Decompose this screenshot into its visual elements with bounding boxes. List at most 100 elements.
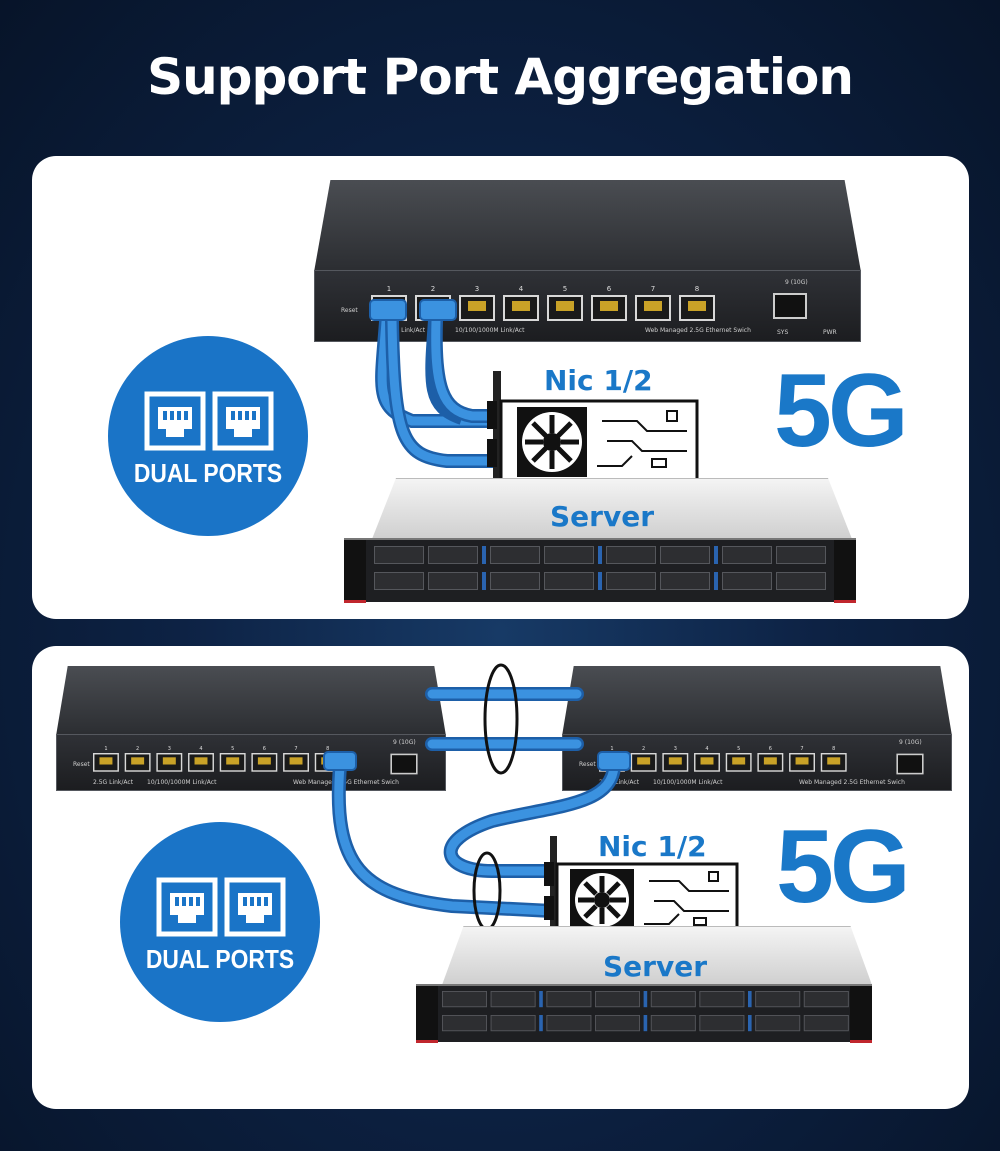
fan-icon <box>517 407 587 477</box>
bay-separator <box>482 546 486 564</box>
drive-bay <box>595 1015 640 1032</box>
drive-bay <box>650 1015 696 1032</box>
port-number: 8 <box>832 745 836 752</box>
reset-label: Reset <box>579 761 596 768</box>
dual-ports-badge: DUAL PORTS <box>120 822 320 1022</box>
port-number: 2 <box>430 285 436 293</box>
drive-bay <box>755 1015 801 1032</box>
bay-separator <box>482 572 486 590</box>
rj45-port-2: 2 <box>124 746 151 772</box>
drive-bay <box>595 991 640 1008</box>
rj45-port-7: 7 <box>283 746 309 772</box>
bay-separator <box>643 991 648 1008</box>
rj45-port-6: 6 <box>251 746 278 772</box>
rj45-port-3: 3 <box>459 285 495 321</box>
drive-bay <box>546 1015 592 1032</box>
sfp-port <box>390 753 418 775</box>
port-number: 6 <box>768 745 772 752</box>
rj45-port-icon <box>156 877 286 937</box>
bay-separator <box>748 1015 752 1032</box>
drive-bay <box>490 572 540 590</box>
port-number: 6 <box>606 285 612 293</box>
drive-bay <box>544 546 594 564</box>
drive-bays <box>442 1015 849 1032</box>
rj45-port-6: 6 <box>591 285 627 321</box>
circuit-icon <box>644 871 729 926</box>
port-number: 4 <box>518 285 524 293</box>
bay-separator <box>539 1015 543 1032</box>
ethernet-cables <box>369 299 501 468</box>
speed-label: 5G <box>774 353 909 469</box>
sfp-port <box>773 293 807 319</box>
port-number: 7 <box>294 745 298 752</box>
legend-2-5g: 2.5G Link/Act <box>599 779 640 786</box>
nic-card <box>544 836 739 951</box>
legend-2-5g: 2.5G Link/Act <box>385 327 426 334</box>
drive-bay <box>490 546 540 564</box>
drive-bay <box>755 991 801 1008</box>
drive-bay <box>722 546 772 564</box>
drive-bay <box>803 991 849 1008</box>
sfp-port <box>896 753 924 775</box>
circuit-icon <box>597 410 687 468</box>
reset-label: Reset <box>341 307 358 314</box>
legend-1000m: 10/100/1000M Link/Act <box>455 327 525 334</box>
rj45-port-icon <box>144 391 274 451</box>
rj45-port-3: 3 <box>662 746 689 772</box>
port-number: 7 <box>800 745 804 752</box>
rj45-port-8: 8 <box>679 285 715 321</box>
bay-separator <box>598 572 602 590</box>
rj45-port-8: 8 <box>820 746 847 772</box>
port-number: 1 <box>104 745 108 752</box>
drive-bay <box>442 1015 487 1032</box>
ethernet-cables <box>323 663 631 931</box>
bay-separator <box>539 991 543 1008</box>
port-number: 8 <box>694 285 700 293</box>
bay-separator <box>714 546 718 564</box>
rj45-port-6: 6 <box>757 746 784 772</box>
drive-bay <box>544 572 594 590</box>
drive-bay <box>699 991 745 1008</box>
bay-separator <box>598 546 602 564</box>
rj45-port-7: 7 <box>789 746 815 772</box>
server <box>416 984 872 1042</box>
rj45-port-4: 4 <box>503 285 539 321</box>
model-text: Web Managed 2.5G Ethernet Swich <box>645 327 751 334</box>
rj45-port-5: 5 <box>725 746 752 772</box>
drive-bay <box>546 991 592 1008</box>
legend-2-5g: 2.5G Link/Act <box>93 779 134 786</box>
port-number: 4 <box>199 745 203 752</box>
bay-separator <box>714 572 718 590</box>
drive-bay <box>722 572 772 590</box>
reset-label: Reset <box>73 761 90 768</box>
server-chassis-top <box>372 478 852 539</box>
port-number: 3 <box>167 745 171 752</box>
server <box>344 538 856 602</box>
port-number: 2 <box>136 745 140 752</box>
port-number: 8 <box>326 745 330 752</box>
drive-bays <box>374 572 826 590</box>
port-number: 3 <box>474 285 480 293</box>
rj45-port-2: 2 <box>630 746 657 772</box>
speed-label: 5G <box>776 809 911 925</box>
port-number: 4 <box>705 745 709 752</box>
server-chassis-top <box>442 926 872 985</box>
drive-bay <box>428 572 478 590</box>
fan-icon <box>570 869 634 931</box>
drive-bay <box>374 572 424 590</box>
drive-bays <box>374 546 826 564</box>
drive-bay <box>374 546 424 564</box>
dual-ports-badge: DUAL PORTS <box>108 336 308 536</box>
drive-bay <box>699 1015 745 1032</box>
port-number: 5 <box>737 745 741 752</box>
drive-bay <box>606 572 656 590</box>
rj45-port-4: 4 <box>694 746 720 772</box>
port-number: 2 <box>642 745 646 752</box>
sfp-label: 9 (10G) <box>393 739 416 746</box>
badge-label: DUAL PORTS <box>145 944 295 974</box>
drive-bay <box>776 546 826 564</box>
